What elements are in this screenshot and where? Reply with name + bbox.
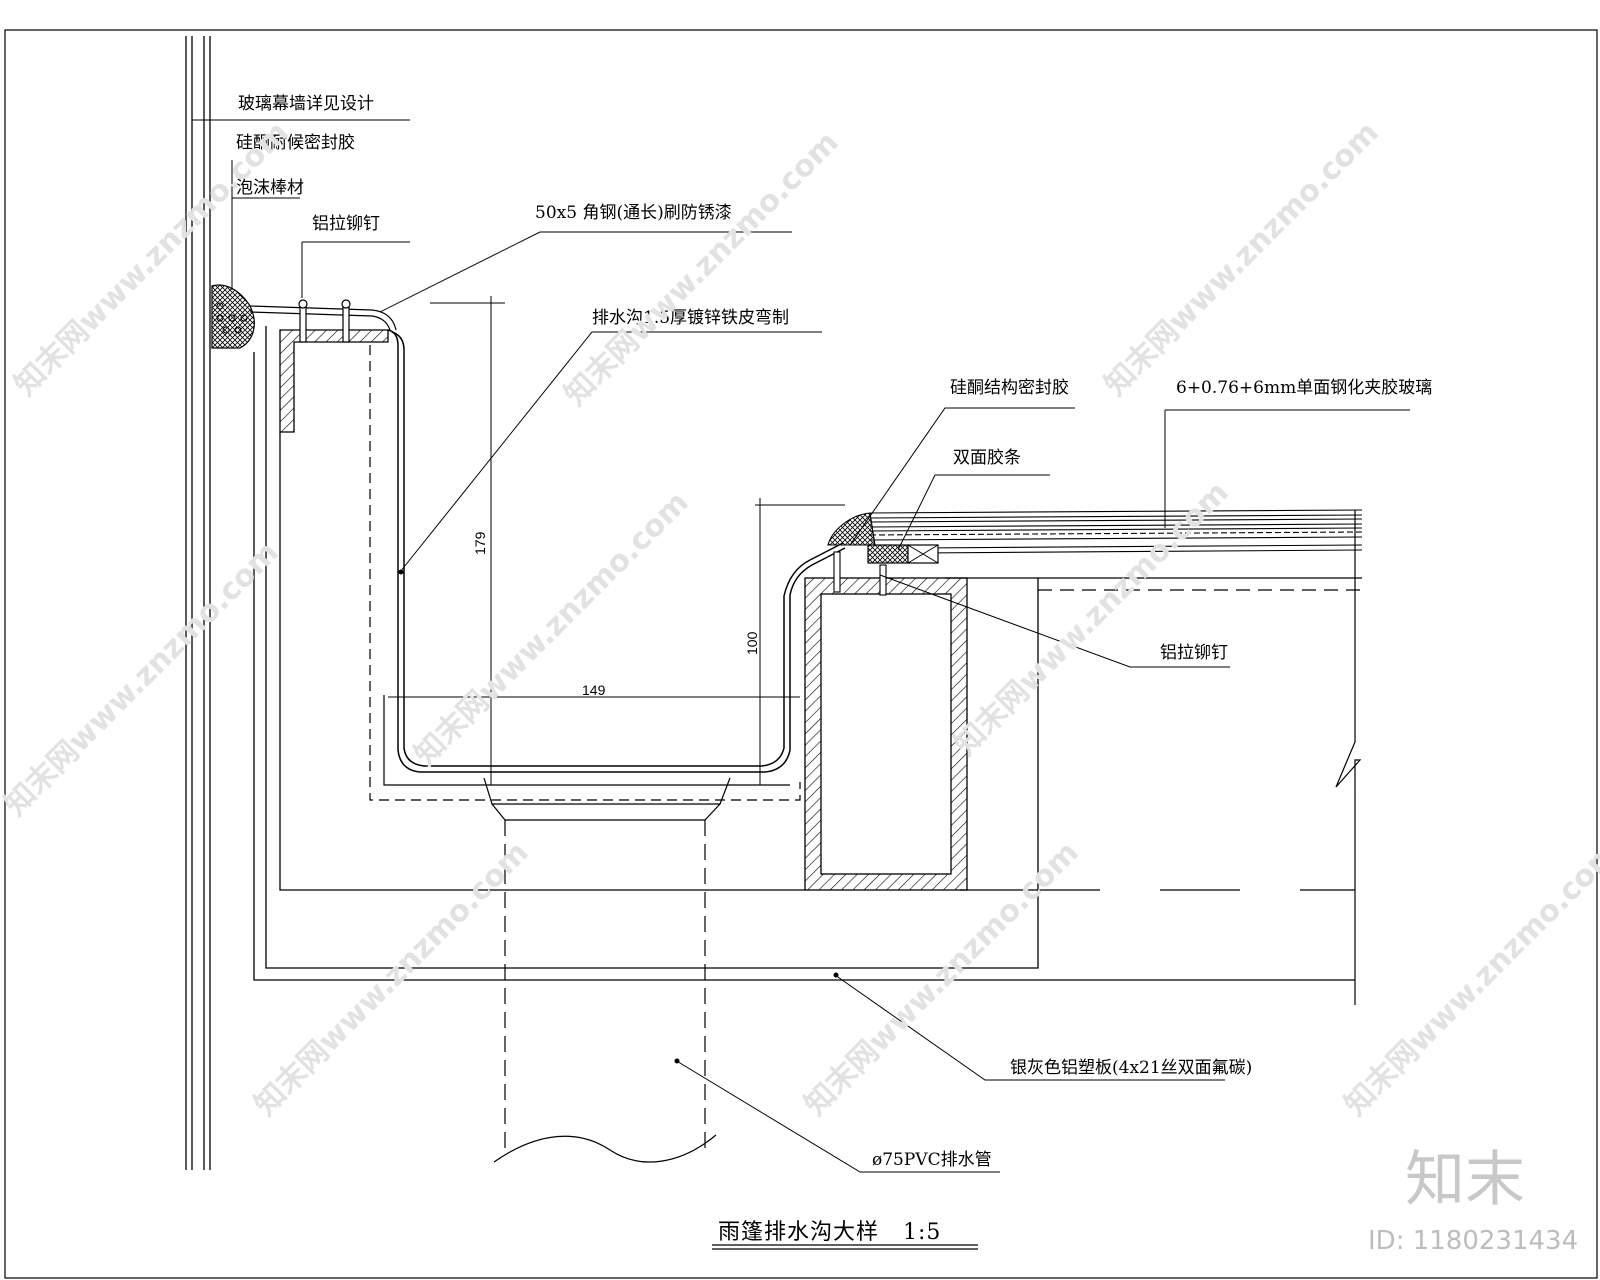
angle-steel xyxy=(279,329,389,433)
dimension-width-bottom: 149 xyxy=(582,682,606,698)
label-laminated-glass: 6+0.76+6mm单面钢化夹胶玻璃 xyxy=(1176,378,1433,398)
dimension-lines xyxy=(388,296,845,785)
foam-rod-sealant xyxy=(211,284,255,349)
label-structural-sealant: 硅酮结构密封胶 xyxy=(950,378,1069,398)
drawing-scale: 1:5 xyxy=(903,1220,942,1245)
label-weather-sealant: 硅酮耐候密封胶 xyxy=(236,133,355,153)
leader-lines xyxy=(192,119,1410,1173)
sealant-and-tape xyxy=(827,512,939,564)
drawing-title-text: 雨篷排水沟大样 xyxy=(718,1220,880,1245)
drawing-title: 雨篷排水沟大样 1:5 xyxy=(718,1214,941,1246)
label-rivet-left: 铝拉铆钉 xyxy=(312,214,380,234)
aluminum-panel-outline xyxy=(253,326,1362,981)
label-foam-rod: 泡沫棒材 xyxy=(236,178,304,198)
right-rivets xyxy=(833,551,887,596)
gutter-sheet xyxy=(387,329,846,773)
watermark-id: ID: 1180231434 xyxy=(1368,1226,1579,1256)
top-plate xyxy=(249,299,397,343)
label-pvc-pipe: ø75PVC排水管 xyxy=(872,1150,992,1170)
gutter-dashed xyxy=(369,345,801,801)
pvc-drain xyxy=(483,777,731,1163)
label-gutter: 排水沟1.5厚镀锌铁皮弯制 xyxy=(592,308,790,328)
label-glass-curtain-wall: 玻璃幕墙详见设计 xyxy=(238,94,374,114)
watermark-logo: 知末 xyxy=(1405,1145,1525,1215)
steel-tube xyxy=(804,577,968,891)
dimension-depth-left: 179 xyxy=(472,531,488,555)
laminated-glass xyxy=(869,509,1363,554)
curtain-wall-lines xyxy=(185,36,211,1170)
label-aluminum-panel: 银灰色铝塑板(4x21丝双面氟碳) xyxy=(1010,1058,1253,1078)
dimension-depth-right: 100 xyxy=(744,631,760,655)
drawing-frame xyxy=(4,29,1598,1279)
title-underline xyxy=(712,1244,978,1250)
label-angle-steel: 50x5 角钢(通长)刷防锈漆 xyxy=(535,203,732,223)
label-rivet-right: 铝拉铆钉 xyxy=(1160,643,1228,663)
label-double-tape: 双面胶条 xyxy=(953,448,1021,468)
gutter-dashed-inner xyxy=(383,695,790,786)
break-line xyxy=(1335,510,1362,1005)
